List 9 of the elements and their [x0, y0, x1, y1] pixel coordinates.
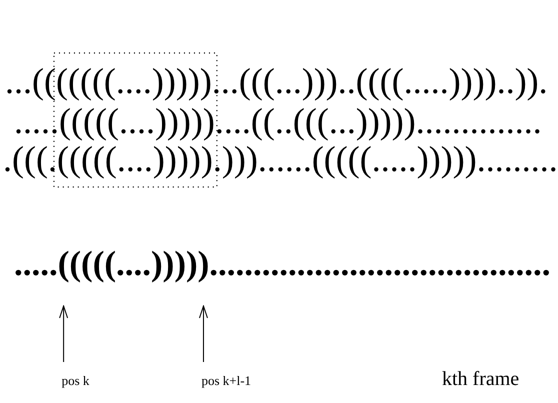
leader-arrow	[59, 306, 68, 362]
leader-arrow	[198, 306, 208, 362]
bracket-notation-text: ...(((((((....)))))...(((...)))..((((.....))))..)).	[5, 62, 548, 100]
bracket-notation-text: .(((.(((((....))))).)))......(((((.....))))).........	[3, 140, 558, 178]
bracket-notation-text: .....(((((....))))).......................................	[14, 245, 551, 283]
position-label: pos k	[62, 373, 90, 389]
position-label: pos k+l-1	[201, 373, 252, 389]
frame-caption: kth frame	[442, 367, 520, 391]
bracket-notation-text: .....(((((....)))))....((..(((...)))))..............	[14, 102, 542, 140]
